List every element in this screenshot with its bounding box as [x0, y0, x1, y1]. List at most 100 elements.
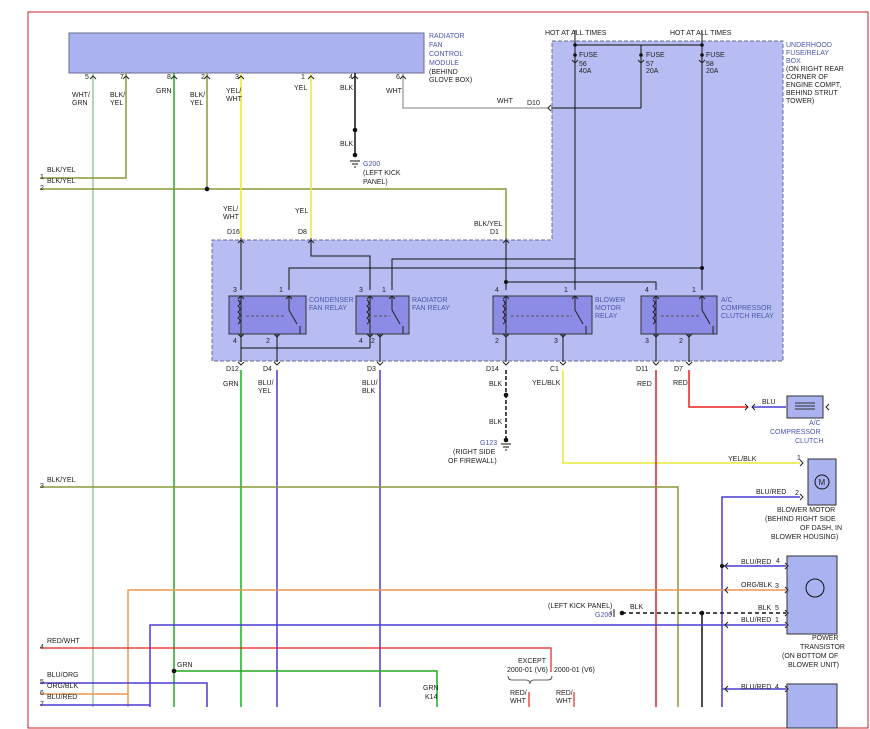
bottom-wire-4: YEL/BLK [532, 380, 561, 387]
relay-bot-conn-2 [366, 333, 374, 338]
relay-pin-15: 2 [679, 338, 683, 345]
rfcm-wire-2: GRN [156, 88, 172, 95]
pt-conn-3 [784, 621, 789, 629]
right-pin-2: 4 [776, 558, 780, 565]
rfcm-conn-4 [237, 75, 245, 80]
rfcm-pin-5: 1 [301, 74, 305, 81]
top-conn-1 [307, 239, 315, 244]
relay-bot-conn-5 [559, 333, 567, 338]
relay-bot-conn-6 [652, 333, 660, 338]
relay-ac-l2: COMPRESSOR [721, 305, 772, 312]
rfcm-conn-7 [399, 75, 407, 80]
pt-conn-0 [784, 562, 789, 570]
relay-pin-9: 2 [266, 338, 270, 345]
relay-bot-conn-1 [273, 333, 281, 338]
d10-conn [547, 104, 552, 112]
relay-cond-l2: FAN RELAY [309, 305, 347, 312]
relay-cond-l1: CONDENSER [309, 297, 354, 304]
right-wire-2: BLU/RED [741, 559, 771, 566]
rfcm-label: RADIATOR FAN CONTROL MODULE (BEHIND GLOV… [429, 33, 472, 84]
motor-conn-1 [799, 459, 804, 467]
relay-pin-6: 4 [645, 287, 649, 294]
grn-mid-label: GRN [177, 662, 193, 669]
left-wire-5: ORG/BLK [47, 683, 78, 690]
blk-g123-label: BLK [489, 419, 503, 426]
rfcm-conn-0 [89, 75, 97, 80]
pt-note-0: (ON BOTTOM OF [782, 653, 838, 660]
wht-d10-label: WHT [497, 98, 514, 105]
relay-pin-4: 4 [495, 287, 499, 294]
rfcm-conn-6 [351, 75, 359, 80]
rfcm-note-1: GLOVE BOX) [429, 77, 472, 84]
relay-ac-l3: CLUTCH RELAY [721, 313, 774, 320]
rfcm-conn-2 [170, 75, 178, 80]
fusebox-label: UNDERHOOD FUSE/RELAY BOX (ON RIGHT REAR … [786, 42, 844, 105]
connector-chevrons [89, 59, 830, 693]
relay-top-conn-1 [285, 295, 293, 300]
fuse58-l3: 20A [706, 68, 719, 75]
comp-l2: COMPRESSOR [770, 429, 821, 436]
relay-top-conn-4 [502, 295, 510, 300]
rad-relay-coil [310, 238, 371, 290]
relay-pin-1: 1 [279, 287, 283, 294]
right-pin-0: 1 [797, 455, 801, 462]
conn-bot-3: D14 [486, 366, 499, 373]
relay-power-bus [288, 267, 702, 290]
bottom-conn-1 [273, 361, 281, 366]
left-pin-0: 1 [40, 174, 44, 181]
rfcm-wire-0-1: GRN [72, 100, 88, 107]
g200-top-note-0: (LEFT KICK [363, 170, 401, 177]
left-wire-4: BLU/ORG [47, 672, 79, 679]
blower-motor-note-1: OF DASH, IN [800, 525, 842, 532]
rfcm-wire-5: YEL [294, 85, 307, 92]
fusebox-note-2: ENGINE COMPT, [786, 82, 841, 89]
bottom-wire-0: GRN [223, 381, 239, 388]
rfcm-line-2: CONTROL [429, 51, 463, 58]
relay-ac [640, 295, 718, 335]
blower-motor: M [807, 458, 837, 506]
relay-rad-l2: FAN RELAY [412, 305, 450, 312]
relay-pin-0: 3 [233, 287, 237, 294]
blk-ground-label: BLK [340, 141, 354, 148]
rfcm-line-0: RADIATOR [429, 33, 465, 40]
relay-pin-2: 3 [359, 287, 363, 294]
relay-blower-l2: MOTOR [595, 305, 621, 312]
fuse-top-yel: YEL [295, 208, 308, 215]
rfcm-wire-3-1: YEL [190, 100, 203, 107]
relay-pin-10: 4 [359, 338, 363, 345]
relay-bot-conn-4 [502, 333, 510, 338]
relay-top-conn-6 [652, 295, 660, 300]
relay-top-conn-3 [388, 295, 396, 300]
pt-conn-1 [784, 586, 789, 594]
fuse58-l2: 58 [706, 61, 714, 68]
right-pin-4: 5 [775, 605, 779, 612]
svg-text:M: M [819, 478, 826, 487]
rfcm-line-1: FAN [429, 42, 443, 49]
comp-l3: CLUTCH [795, 438, 823, 445]
g200-bottom-note: (LEFT KICK PANEL) [548, 603, 612, 610]
fusebox-note-1: CORNER OF [786, 74, 828, 81]
wire-blu-red-motor [721, 496, 800, 707]
fuse-top-yelwht-0: YEL/ [223, 206, 238, 213]
conn-bot-6: D7 [674, 366, 683, 373]
fusebox-line-2: BOX [786, 58, 801, 65]
relay-pin-11: 2 [371, 338, 375, 345]
right-pin-1: 2 [795, 490, 799, 497]
blk-bottom-label: BLK [630, 604, 644, 611]
left-wire-6: BLU/RED [47, 694, 77, 701]
fuse-conn-1 [637, 59, 645, 64]
wire-red-wht [40, 647, 552, 672]
left-pin-3: 4 [40, 644, 44, 651]
top-conn-2 [502, 239, 510, 244]
pt-conn-2 [784, 609, 789, 617]
wire-blk-yel-3 [40, 486, 679, 707]
left-wire-2: BLK/YEL [47, 477, 76, 484]
rfcm-conn-1 [122, 75, 130, 80]
rfcm-wire-1-0: BLK/ [110, 92, 125, 99]
conn-bot-2: D3 [367, 366, 376, 373]
wire-blk-yel-1 [40, 73, 127, 179]
bottom-wire-2-0: BLU/ [362, 380, 378, 387]
relay-pin-8: 4 [233, 338, 237, 345]
bottom-wire-6: RED [673, 380, 688, 387]
